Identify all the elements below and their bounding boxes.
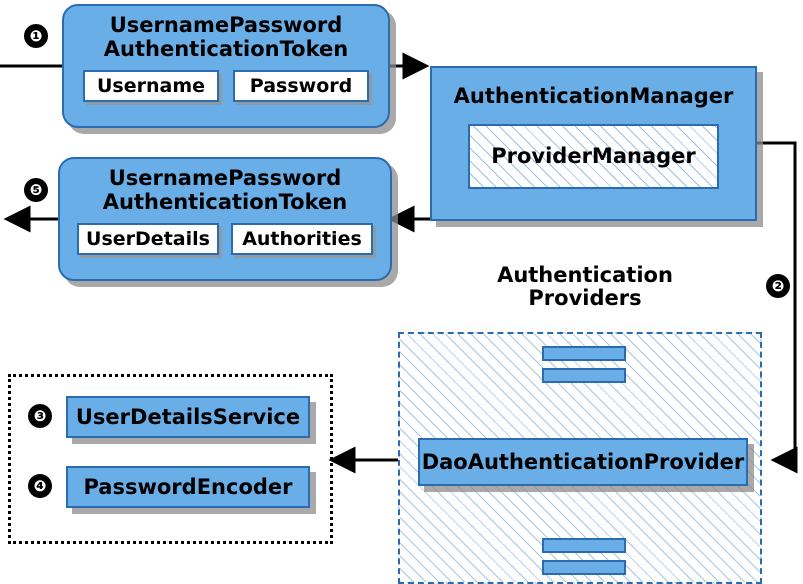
authentication-manager-title: AuthenticationManager — [453, 84, 734, 108]
step-3-bullet: ❸ — [28, 404, 52, 428]
user-details-service-box: UserDetailsService — [66, 396, 310, 438]
provider-stub-bar-1 — [542, 346, 626, 361]
authentication-providers-label-line2: Providers — [528, 286, 642, 311]
step-4-bullet: ❹ — [28, 474, 52, 498]
response-token-userdetails-chip: UserDetails — [77, 223, 219, 256]
step-5-bullet: ❺ — [24, 178, 48, 202]
request-token-title-line1: UsernamePassword — [109, 13, 343, 37]
provider-stub-bar-4 — [542, 560, 626, 575]
provider-stub-bar-2 — [542, 368, 626, 383]
password-encoder-box: PasswordEncoder — [66, 466, 310, 508]
authentication-providers-label: Authentication Providers — [470, 263, 700, 311]
step-2-bullet: ❷ — [766, 274, 790, 298]
request-token-username-chip: Username — [83, 70, 219, 103]
response-token-title-line1: UsernamePassword — [108, 166, 342, 190]
request-token-title-line2: AuthenticationToken — [103, 36, 349, 61]
provider-manager-box: ProviderManager — [468, 123, 719, 189]
response-token-authorities-chip: Authorities — [231, 223, 373, 256]
provider-stub-bar-3 — [542, 538, 626, 553]
response-token-title-line2: AuthenticationToken — [102, 189, 348, 214]
authentication-providers-label-line1: Authentication — [497, 263, 673, 287]
dao-authentication-provider-box: DaoAuthenticationProvider — [418, 438, 748, 486]
authentication-manager-box: AuthenticationManager ProviderManager — [430, 66, 757, 221]
username-password-authentication-token-response: UsernamePassword AuthenticationToken Use… — [58, 157, 392, 281]
request-token-password-chip: Password — [233, 70, 369, 103]
step-1-bullet: ❶ — [24, 24, 48, 48]
username-password-authentication-token-request: UsernamePassword AuthenticationToken Use… — [62, 4, 390, 128]
services-group — [8, 374, 333, 544]
